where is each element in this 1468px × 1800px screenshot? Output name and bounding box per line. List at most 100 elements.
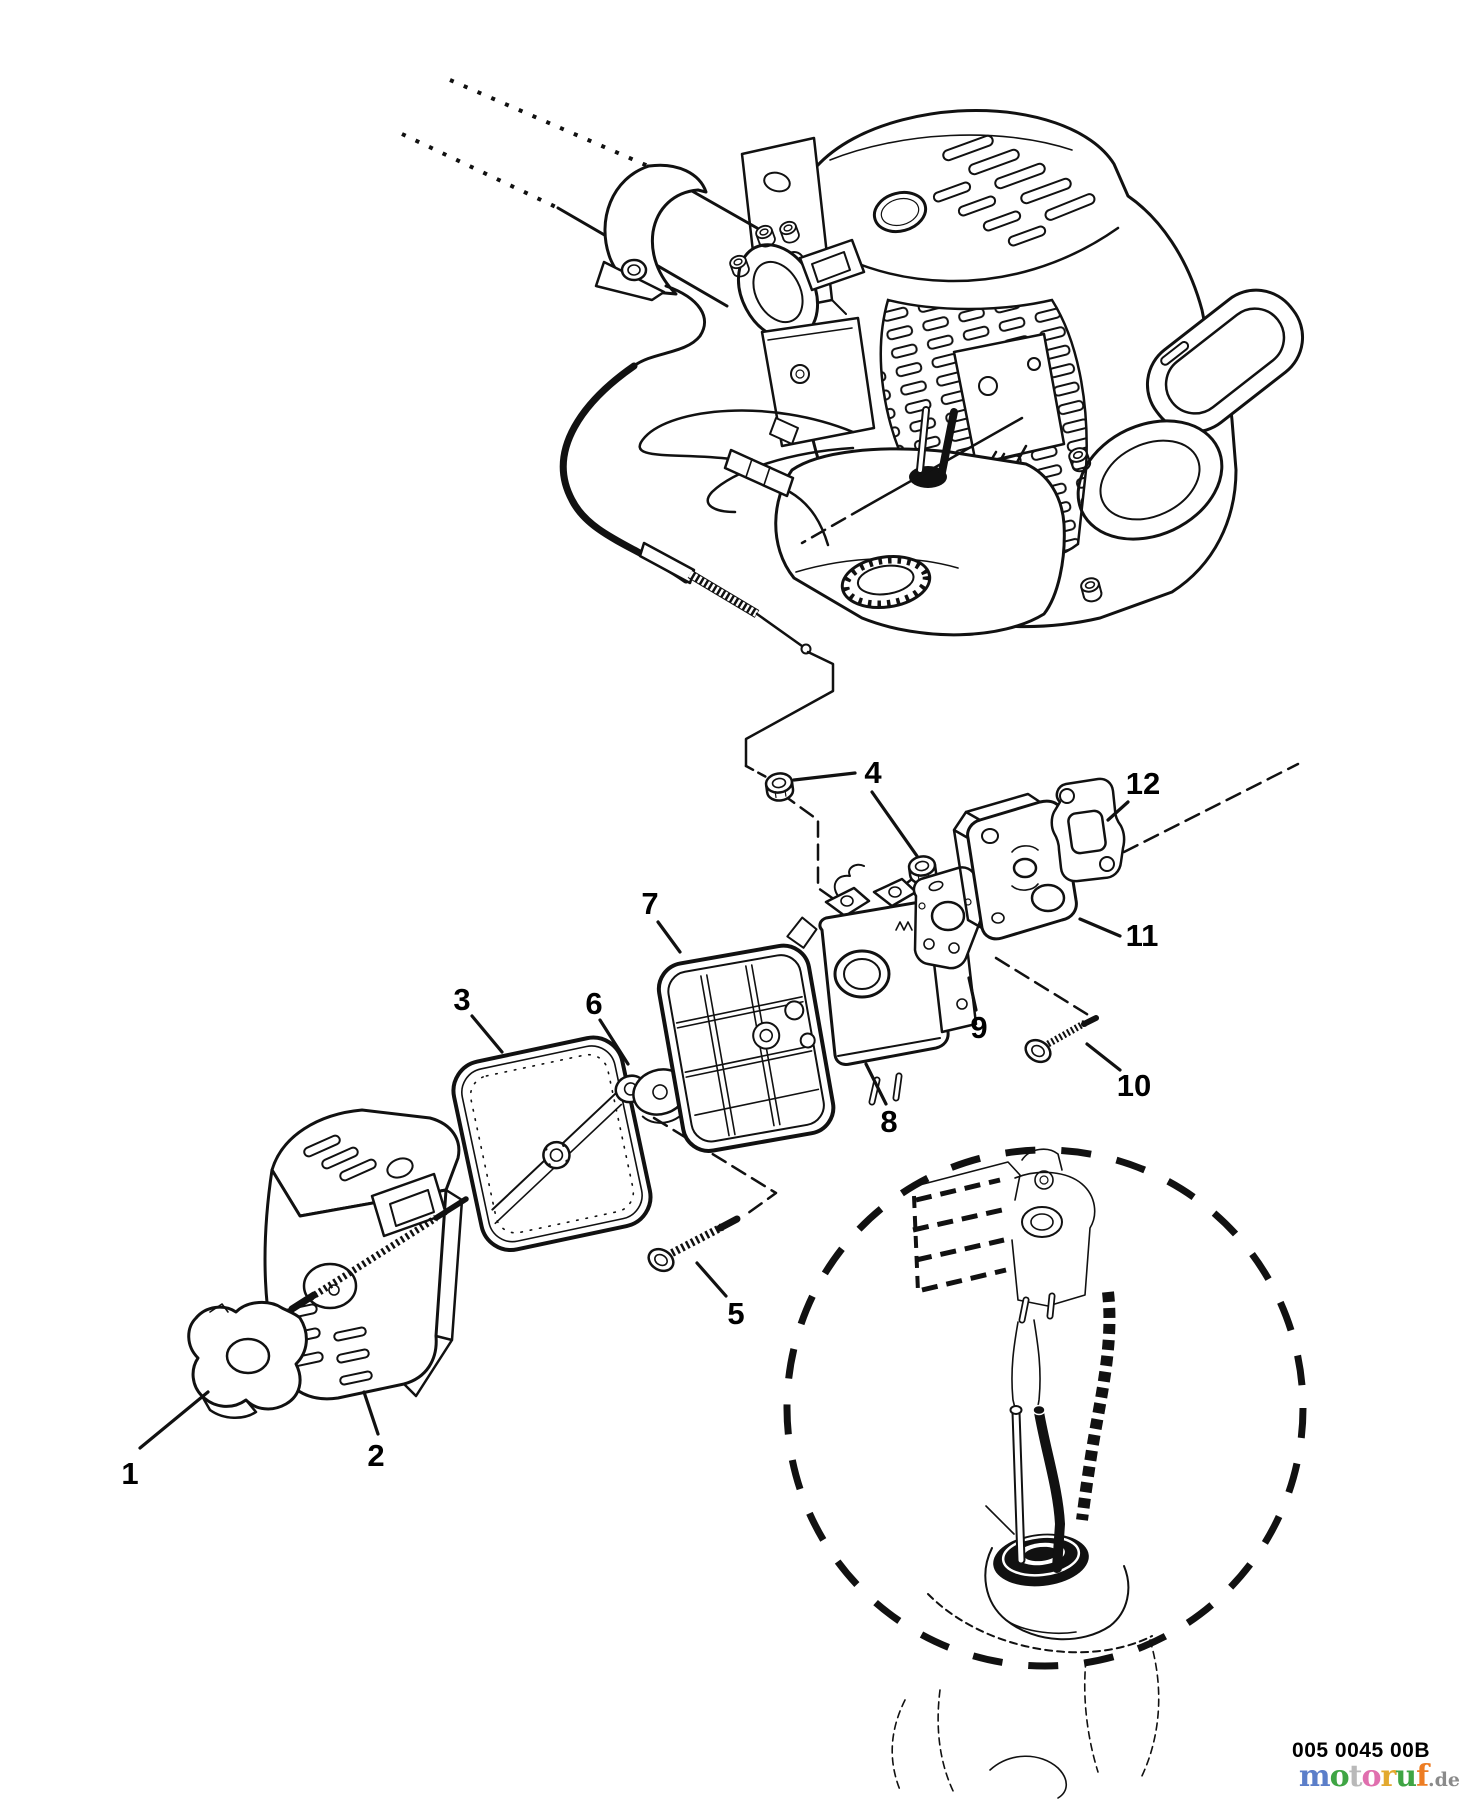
callout-10-label: 10: [1117, 1068, 1151, 1103]
cover-boss: [302, 1262, 358, 1310]
plate-slot: [763, 171, 791, 193]
axis-lines: [652, 416, 1300, 1218]
logo-letter: u: [1395, 1759, 1417, 1794]
axis-bolt10: [994, 956, 1092, 1018]
detail-circle-border: [783, 1146, 1307, 1670]
part-7-air-cleaner-case: [656, 916, 836, 1153]
axis-elbow-dash: [744, 764, 770, 780]
bolt5-thread: [670, 1223, 724, 1257]
part-number: 005 0045 00B: [1292, 1739, 1430, 1762]
ghost-carburetor: [907, 1148, 1096, 1324]
logo-letter: f: [1416, 1759, 1429, 1794]
cable-sheath: [559, 362, 690, 584]
ghost-tank: [891, 1593, 1160, 1799]
callout-5: 5: [695, 1261, 745, 1331]
latch-plate-inner: [811, 251, 851, 283]
filter-grommet: [542, 1140, 571, 1170]
knob-bolt-thread: [308, 1215, 438, 1301]
callout-6: 6: [585, 986, 630, 1066]
wire-connector: [723, 448, 795, 498]
part-3-air-filter: [451, 1035, 653, 1252]
callout-9: 9: [967, 976, 988, 1045]
callout-1-label: 1: [121, 1456, 138, 1491]
knob-bolt-tip: [433, 1196, 469, 1221]
muffler-bolt: [790, 364, 810, 384]
shaft-break-line-top: [449, 78, 649, 168]
callout-9-label: 9: [970, 1010, 987, 1045]
bolt5-head: [647, 1247, 675, 1273]
cable-ferrule: [638, 541, 696, 585]
choke-lever: [786, 916, 818, 949]
cover-top-slots: [301, 1133, 414, 1183]
callout-3: 3: [453, 982, 504, 1054]
clamp-screw: [620, 258, 648, 282]
clutch-drum-inner: [752, 260, 804, 324]
callout-4: 4: [792, 755, 919, 858]
cover-ridge: [829, 134, 1073, 161]
axis-engine-dash: [800, 505, 867, 545]
drive-shaft: [401, 78, 759, 368]
callout-1: 1: [121, 1390, 210, 1491]
cover-hole-inner: [880, 197, 920, 227]
callout-7-label: 7: [641, 886, 658, 921]
part-1-knob-screw: [187, 1196, 469, 1419]
callout-12: 12: [1106, 766, 1160, 822]
callout-11-label: 11: [1126, 918, 1159, 953]
knob-center-hole: [225, 1337, 271, 1375]
bolt10-thread: [1046, 1019, 1087, 1048]
logo-letter: o: [1329, 1759, 1350, 1794]
star-knob: [187, 1301, 308, 1411]
bolt10-head: [1024, 1038, 1052, 1064]
callout-4-label: 4: [864, 755, 882, 790]
callout-10: 10: [1085, 1042, 1151, 1103]
cover-hole: [872, 190, 928, 234]
motoruf-logo: motoruf.de: [1292, 1759, 1460, 1794]
shaft-clamp: [594, 163, 708, 302]
axis-engine-solid: [863, 416, 1024, 509]
logo-letter: m: [1298, 1759, 1331, 1794]
wrapped-cable: [1076, 1291, 1116, 1521]
logo-letter: t: [1348, 1759, 1363, 1794]
logo-letter: o: [1361, 1759, 1381, 1794]
part-11-insulator: [952, 792, 1078, 941]
detail-circle: [783, 1146, 1307, 1799]
logo-letter: r: [1380, 1759, 1396, 1794]
cable-inner-wire: [755, 612, 804, 648]
rear-handle: [1145, 288, 1305, 434]
carb-bore: [833, 949, 891, 999]
callout-6-label: 6: [585, 986, 602, 1021]
cable-guide: [632, 284, 706, 368]
wire-fitting: [769, 417, 799, 445]
callout-8: 8: [864, 1062, 898, 1139]
fuel-line-black: [1034, 1407, 1066, 1573]
callout-5-label: 5: [727, 1296, 744, 1331]
callout-7: 7: [641, 886, 682, 954]
muffler-bolt-inner: [795, 369, 805, 379]
part-5-bolt: [647, 1215, 741, 1273]
case-inlet: [752, 1021, 781, 1050]
callout-3-label: 3: [453, 982, 470, 1017]
callout-12-label: 12: [1126, 766, 1160, 801]
footer: 005 0045 00B motoruf.de: [1292, 1739, 1460, 1794]
callout-2-label: 2: [367, 1438, 384, 1473]
fuel-lines: [985, 1291, 1116, 1573]
axis-elbow: [744, 650, 835, 768]
callout-11: 11: [1078, 917, 1159, 953]
ignition-wire: [638, 409, 855, 547]
engine-assembly: [638, 109, 1305, 637]
starter-inner: [1099, 439, 1201, 521]
fuel-cap: [840, 554, 932, 610]
throttle-cable: [559, 362, 812, 655]
callout-2: 2: [362, 1390, 385, 1473]
part-12-gasket: [1050, 777, 1126, 883]
axis-nut1: [780, 792, 840, 904]
muffler-seam: [767, 327, 853, 341]
logo-suffix: .de: [1428, 1769, 1460, 1791]
part-10-bolt: [1024, 1015, 1099, 1064]
callouts: 1 2 3 4 5 6 7 8: [121, 755, 1160, 1491]
part-2-air-cleaner-cover: [263, 1108, 464, 1401]
axis-gasket12: [1122, 762, 1300, 854]
callout-8-label: 8: [880, 1104, 897, 1139]
